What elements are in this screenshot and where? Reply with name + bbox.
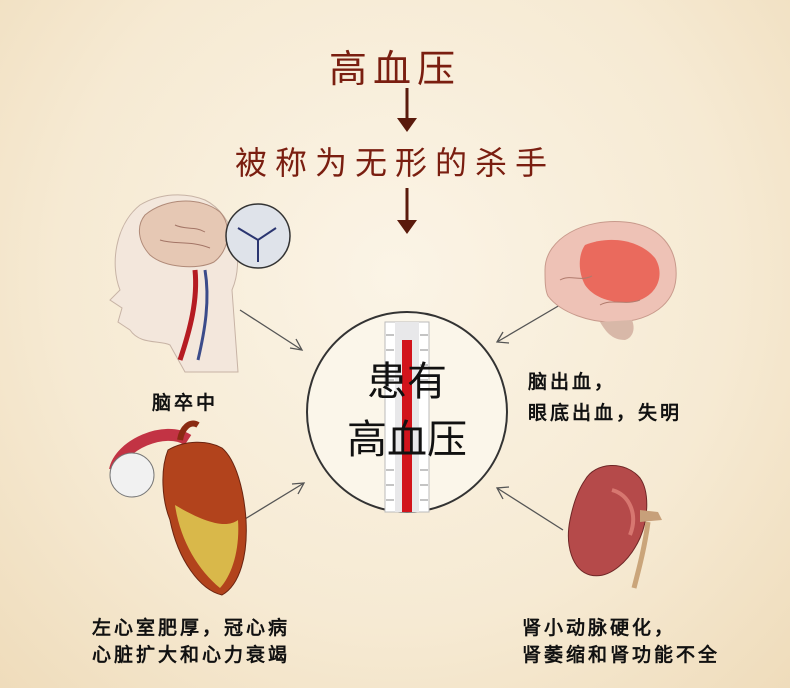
main-title: 高血压 xyxy=(328,47,461,91)
caption-heart-line-2: 心脏扩大和心力衰竭 xyxy=(92,644,291,666)
caption-kidney-line-2: 肾萎缩和肾功能不全 xyxy=(522,644,721,666)
brain-illustration xyxy=(544,220,677,340)
caption-stroke: 脑卒中 xyxy=(152,392,219,414)
thermometer-icon xyxy=(384,321,430,513)
arrow-down-2 xyxy=(397,188,417,234)
caption-brain-bleed-line-2: 眼底出血，失明 xyxy=(528,402,683,424)
kidney-illustration xyxy=(567,465,662,589)
head-vessel-illustration xyxy=(109,194,291,373)
arrow-from-heart xyxy=(239,482,305,523)
arrow-down-1 xyxy=(397,88,417,132)
arrow-from-kidney xyxy=(496,487,564,531)
heart-illustration xyxy=(109,420,247,596)
caption-heart-line-1: 左心室肥厚，冠心病 xyxy=(92,617,291,639)
arrow-from-brain xyxy=(496,304,561,343)
arrow-from-head xyxy=(239,309,303,351)
center-line-1: 患有 xyxy=(367,359,447,405)
caption-kidney-line-1: 肾小动脉硬化， xyxy=(522,617,677,639)
center-line-2: 高血压 xyxy=(347,417,467,463)
subtitle: 被称为无形的杀手 xyxy=(234,144,555,182)
caption-brain-bleed-line-1: 脑出血， xyxy=(528,371,617,393)
